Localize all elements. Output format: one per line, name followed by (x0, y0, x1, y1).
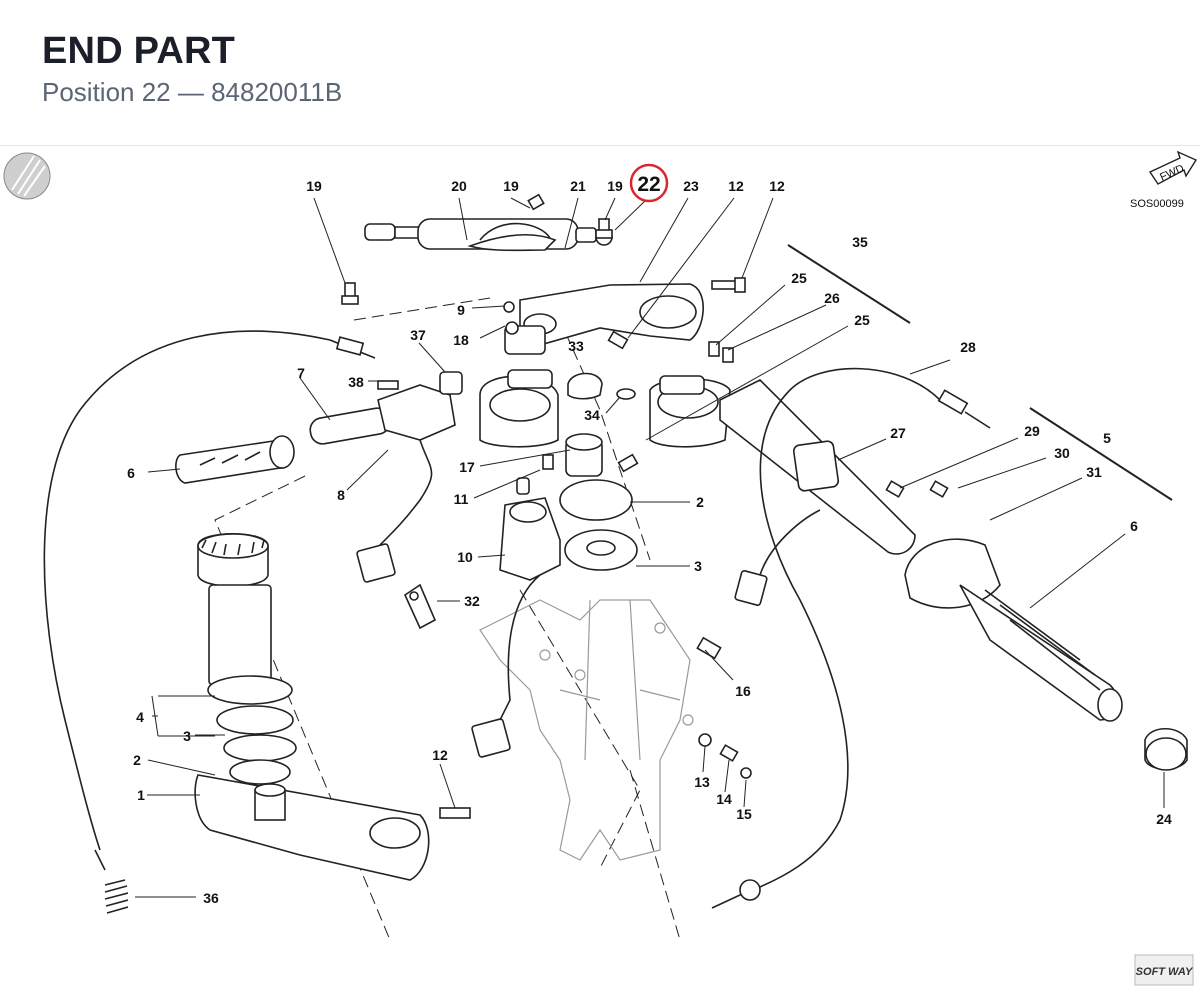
watermark-logo: SOFT WAY (1134, 954, 1194, 986)
label-35[interactable]: 35 (852, 234, 868, 250)
label-12[interactable]: 12 (728, 178, 744, 194)
label-4[interactable]: 4 (136, 709, 144, 725)
right-handlebar (719, 379, 1123, 722)
label-11[interactable]: 11 (454, 491, 469, 507)
label-12[interactable]: 12 (769, 178, 785, 194)
label-7[interactable]: 7 (297, 365, 305, 381)
ignition-switch (499, 477, 561, 581)
label-37[interactable]: 37 (410, 327, 426, 343)
watermark-text: SOFT WAY (1136, 966, 1194, 978)
label-15[interactable]: 15 (736, 806, 752, 822)
label-38[interactable]: 38 (348, 374, 364, 390)
label-31[interactable]: 31 (1086, 464, 1102, 480)
label-3[interactable]: 3 (183, 728, 191, 744)
connector-right (734, 509, 821, 606)
page-header: END PART Position 22 — 84820011B (0, 0, 1200, 146)
label-19[interactable]: 19 (306, 178, 322, 194)
label-36[interactable]: 36 (203, 890, 219, 906)
label-19[interactable]: 19 (503, 178, 519, 194)
frame-outline (479, 599, 694, 861)
corner-logo-icon (3, 152, 51, 200)
label-27[interactable]: 27 (890, 425, 906, 441)
label-34[interactable]: 34 (584, 407, 600, 423)
parts-diagram: FWD SOS00099 (0, 146, 1200, 991)
part-labels: 19 20 19 21 19 23 12 12 35 25 26 25 28 9… (127, 178, 1172, 906)
label-2[interactable]: 2 (696, 494, 704, 510)
right-handlebar-clamp (649, 375, 731, 448)
label-9[interactable]: 9 (457, 302, 465, 318)
label-32[interactable]: 32 (464, 593, 480, 609)
left-switch-gear (377, 371, 463, 546)
label-13[interactable]: 13 (694, 774, 710, 790)
label-22: 22 (637, 173, 660, 196)
label-33[interactable]: 33 (568, 338, 584, 354)
label-25[interactable]: 25 (854, 312, 870, 328)
label-5[interactable]: 5 (1103, 430, 1111, 446)
label-14[interactable]: 14 (716, 791, 732, 807)
steering-damper (364, 218, 613, 252)
label-25[interactable]: 25 (791, 270, 807, 286)
reference-code: SOS00099 (1130, 198, 1184, 210)
throttle-cable-left (43, 330, 376, 914)
label-20[interactable]: 20 (451, 178, 467, 194)
label-19[interactable]: 19 (607, 178, 623, 194)
small-fasteners (377, 380, 949, 819)
lower-triple-clamp (194, 532, 430, 881)
ignition-key (403, 583, 437, 630)
label-16[interactable]: 16 (735, 683, 751, 699)
label-6[interactable]: 6 (127, 465, 135, 481)
label-12[interactable]: 12 (432, 747, 448, 763)
left-handlebar-clamp (479, 369, 559, 448)
highlight-ring (629, 163, 669, 203)
label-1[interactable]: 1 (137, 787, 145, 803)
left-handlebar (175, 407, 391, 484)
label-3[interactable]: 3 (694, 558, 702, 574)
parts-diagram-svg: FWD SOS00099 (3, 150, 1198, 986)
label-17[interactable]: 17 (459, 459, 475, 475)
label-30[interactable]: 30 (1054, 445, 1070, 461)
leader-lines (135, 197, 1173, 898)
label-6[interactable]: 6 (1130, 518, 1138, 534)
connector-left (356, 543, 396, 583)
label-23[interactable]: 23 (683, 178, 699, 194)
cable-right-28 (711, 367, 991, 909)
connector-center (471, 574, 541, 758)
bar-end-weight (1144, 727, 1188, 771)
page-subtitle: Position 22 — 84820011B (42, 77, 343, 107)
label-10[interactable]: 10 (457, 549, 473, 565)
highlighted-part-22[interactable]: 22 (629, 163, 669, 203)
bolt-set-top (341, 193, 746, 363)
label-29[interactable]: 29 (1024, 423, 1040, 439)
label-28[interactable]: 28 (960, 339, 976, 355)
label-21[interactable]: 21 (570, 178, 586, 194)
upper-triple-clamp (504, 283, 704, 355)
label-8[interactable]: 8 (337, 487, 345, 503)
page-title: END PART (42, 30, 236, 72)
label-18[interactable]: 18 (453, 332, 469, 348)
center-bearing-stack (559, 372, 638, 571)
label-2[interactable]: 2 (133, 752, 141, 768)
label-26[interactable]: 26 (824, 290, 840, 306)
label-24[interactable]: 24 (1156, 811, 1172, 827)
fwd-arrow-icon: FWD (1148, 150, 1198, 185)
